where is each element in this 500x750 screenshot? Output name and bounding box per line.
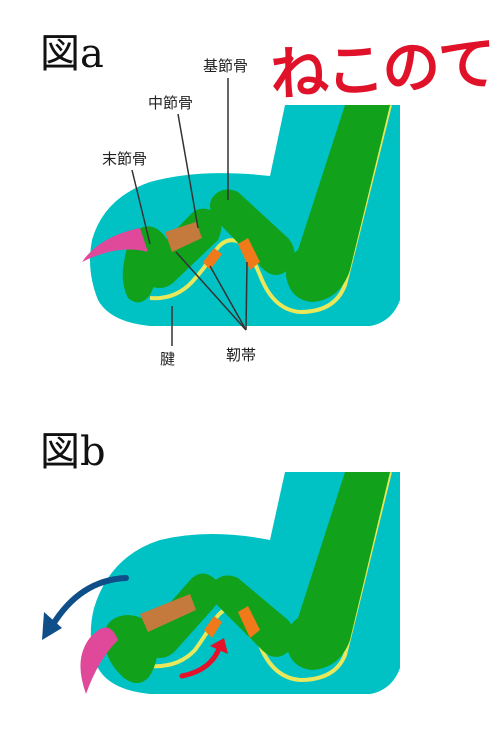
leader-lines-a — [131, 78, 248, 346]
metacarpal-bone-a — [286, 105, 390, 302]
blue-arrow — [42, 575, 129, 640]
ligament-brown-a — [165, 222, 202, 252]
ligament-orange-a1 — [203, 248, 222, 270]
middle-phalanx-a — [142, 208, 222, 288]
ligament-orange-a2 — [238, 238, 260, 270]
figure-a-label: 図a — [40, 31, 104, 77]
red-arrow — [179, 638, 228, 679]
figure-a-paw — [82, 104, 400, 326]
label-ken: 腱 — [160, 350, 175, 368]
ligament-brown-b — [140, 594, 196, 632]
proximal-phalanx-a — [210, 189, 295, 275]
claw-a — [82, 228, 148, 262]
claw-b — [80, 627, 118, 694]
label-massetsukotsu: 末節骨 — [102, 150, 147, 168]
metacarpal-bone-b — [286, 472, 390, 670]
label-kisetsukotsu: 基節骨 — [203, 57, 248, 75]
figure-b-paw — [80, 471, 401, 694]
distal-phalanx-b — [103, 615, 159, 683]
ligament-orange-b2 — [238, 606, 260, 638]
figure-b-label: 図b — [40, 429, 106, 475]
ligament-orange-b1 — [204, 616, 222, 638]
label-jintai: 靭帯 — [226, 346, 256, 364]
label-chusetsukotsu: 中節骨 — [148, 94, 193, 112]
